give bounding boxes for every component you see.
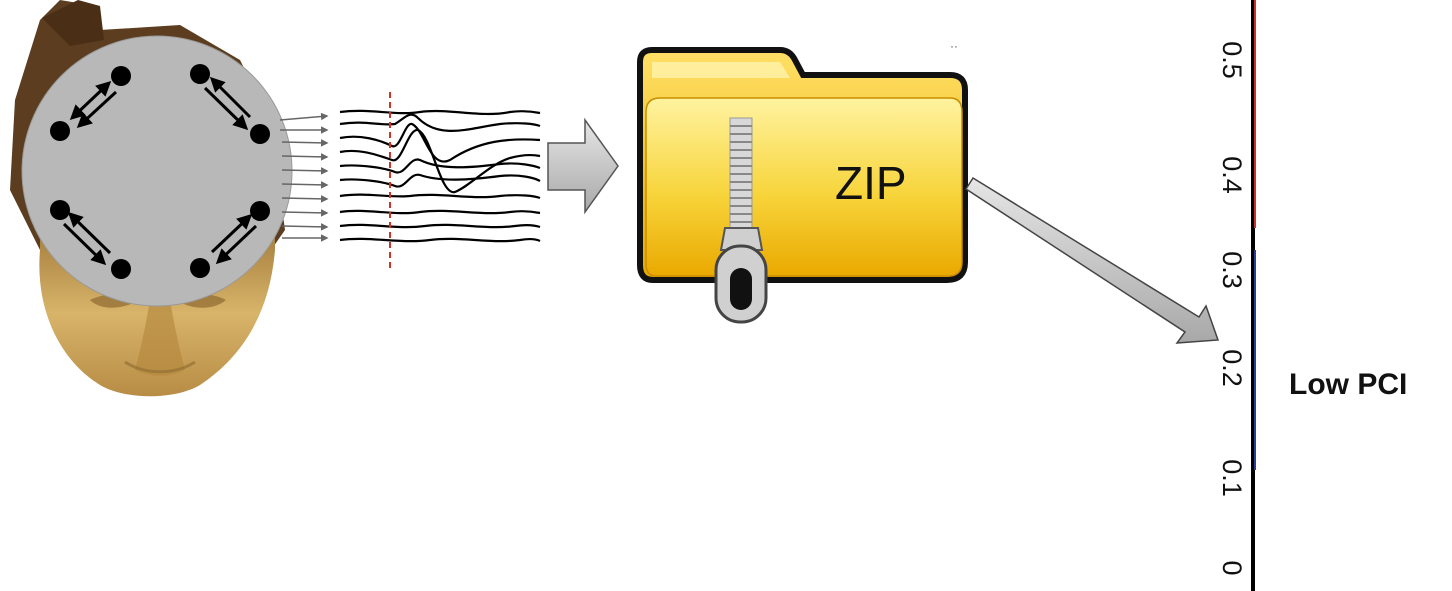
eeg-trace [339, 223, 541, 229]
eeg-trace [339, 158, 541, 174]
eeg-trace [339, 122, 541, 163]
bidirectional-arrow [67, 211, 112, 255]
scale-tick-label: 0.3 [1217, 251, 1247, 289]
electrode-dot [50, 200, 70, 220]
disc [21, 35, 293, 307]
eeg-trace [339, 109, 541, 116]
electrode-dot [250, 124, 270, 144]
bidirectional-arrow [209, 76, 252, 119]
bidirectional-arrow [215, 224, 258, 265]
folder-front [645, 97, 963, 277]
channel-arrows [279, 112, 329, 242]
electrode-dot [111, 66, 131, 86]
eeg-trace [339, 113, 541, 132]
scale-ticks: 0.5 0.4 0.3 0.2 0.1 0 [1217, 41, 1247, 575]
mouth [124, 360, 196, 374]
eeg-traces [339, 92, 541, 268]
bidirectional-arrow [210, 213, 253, 254]
zipper-pull-hole [730, 268, 752, 310]
tick-mark: ·· [950, 39, 958, 53]
bidirectional-arrow [76, 90, 118, 129]
zip-label: ZIP [835, 157, 907, 209]
scale-tick-label: 0.2 [1217, 349, 1247, 387]
stimulation-disc [21, 35, 293, 307]
scale-tick-label: 0.1 [1217, 459, 1247, 497]
eeg-trace [339, 193, 541, 200]
eeg-trace [339, 237, 541, 243]
electrode-dot [190, 258, 210, 278]
zipper-teeth [730, 125, 752, 223]
electrode-dot [111, 259, 131, 279]
process-arrow-right [547, 117, 619, 215]
electrode-dot [190, 64, 210, 84]
scale-tick-label: 0 [1217, 560, 1247, 575]
pci-scale: 0.5 0.4 0.3 0.2 0.1 0 Low PCI [1217, 0, 1407, 591]
scale-tick-label: 0.4 [1217, 156, 1247, 194]
zipper-track [729, 117, 753, 239]
bidirectional-arrow [203, 86, 249, 131]
nose [135, 300, 185, 376]
scale-tick-label: 0.5 [1217, 41, 1247, 79]
process-arrow-diagonal [964, 176, 1220, 344]
zipper-slider [719, 227, 764, 251]
folder-tab-highlight [652, 62, 790, 78]
pci-label: Low PCI [1289, 368, 1407, 401]
electrode-cable [42, 0, 104, 46]
eeg-trace [339, 209, 541, 215]
bidirectional-arrow [69, 80, 112, 121]
electrode-dot [50, 121, 70, 141]
electrode-dot [250, 201, 270, 221]
bidirectional-arrow [62, 222, 107, 266]
eeg-trace [339, 128, 541, 194]
eeg-trace [339, 173, 541, 188]
zip-folder-icon: ZIP ·· [637, 39, 968, 324]
